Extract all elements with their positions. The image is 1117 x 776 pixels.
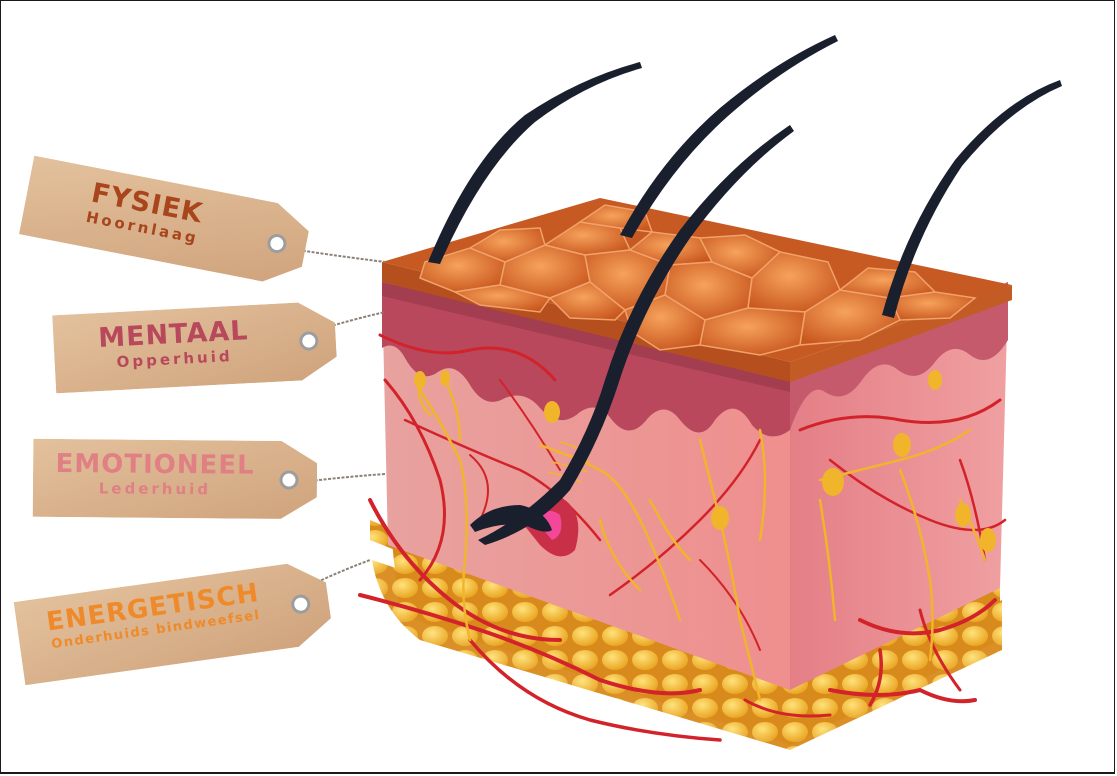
hairs: [428, 35, 1062, 545]
tag-fysiek: FYSIEK Hoornlaag: [18, 155, 313, 289]
tag-subtitle: Lederhuid: [98, 479, 212, 499]
tag-shape: [52, 302, 337, 394]
skin-surface: [382, 198, 1012, 362]
tag-mentaal: MENTAAL Opperhuid: [52, 301, 338, 394]
tag-strings: [284, 247, 386, 593]
tag-shape: [13, 563, 331, 686]
tag-energetisch: ENERGETISCH Onderhuids bindweefsel: [13, 559, 335, 686]
fat-layer: [370, 520, 1002, 750]
tag-shape: [32, 438, 318, 519]
tag-emotioneel: EMOTIONEEL Lederhuid: [32, 438, 318, 519]
tag-shape: [18, 155, 309, 282]
blood-vessels: [358, 333, 1007, 742]
tag-title: EMOTIONEEL: [55, 448, 255, 481]
nerve-endings: [414, 370, 996, 552]
